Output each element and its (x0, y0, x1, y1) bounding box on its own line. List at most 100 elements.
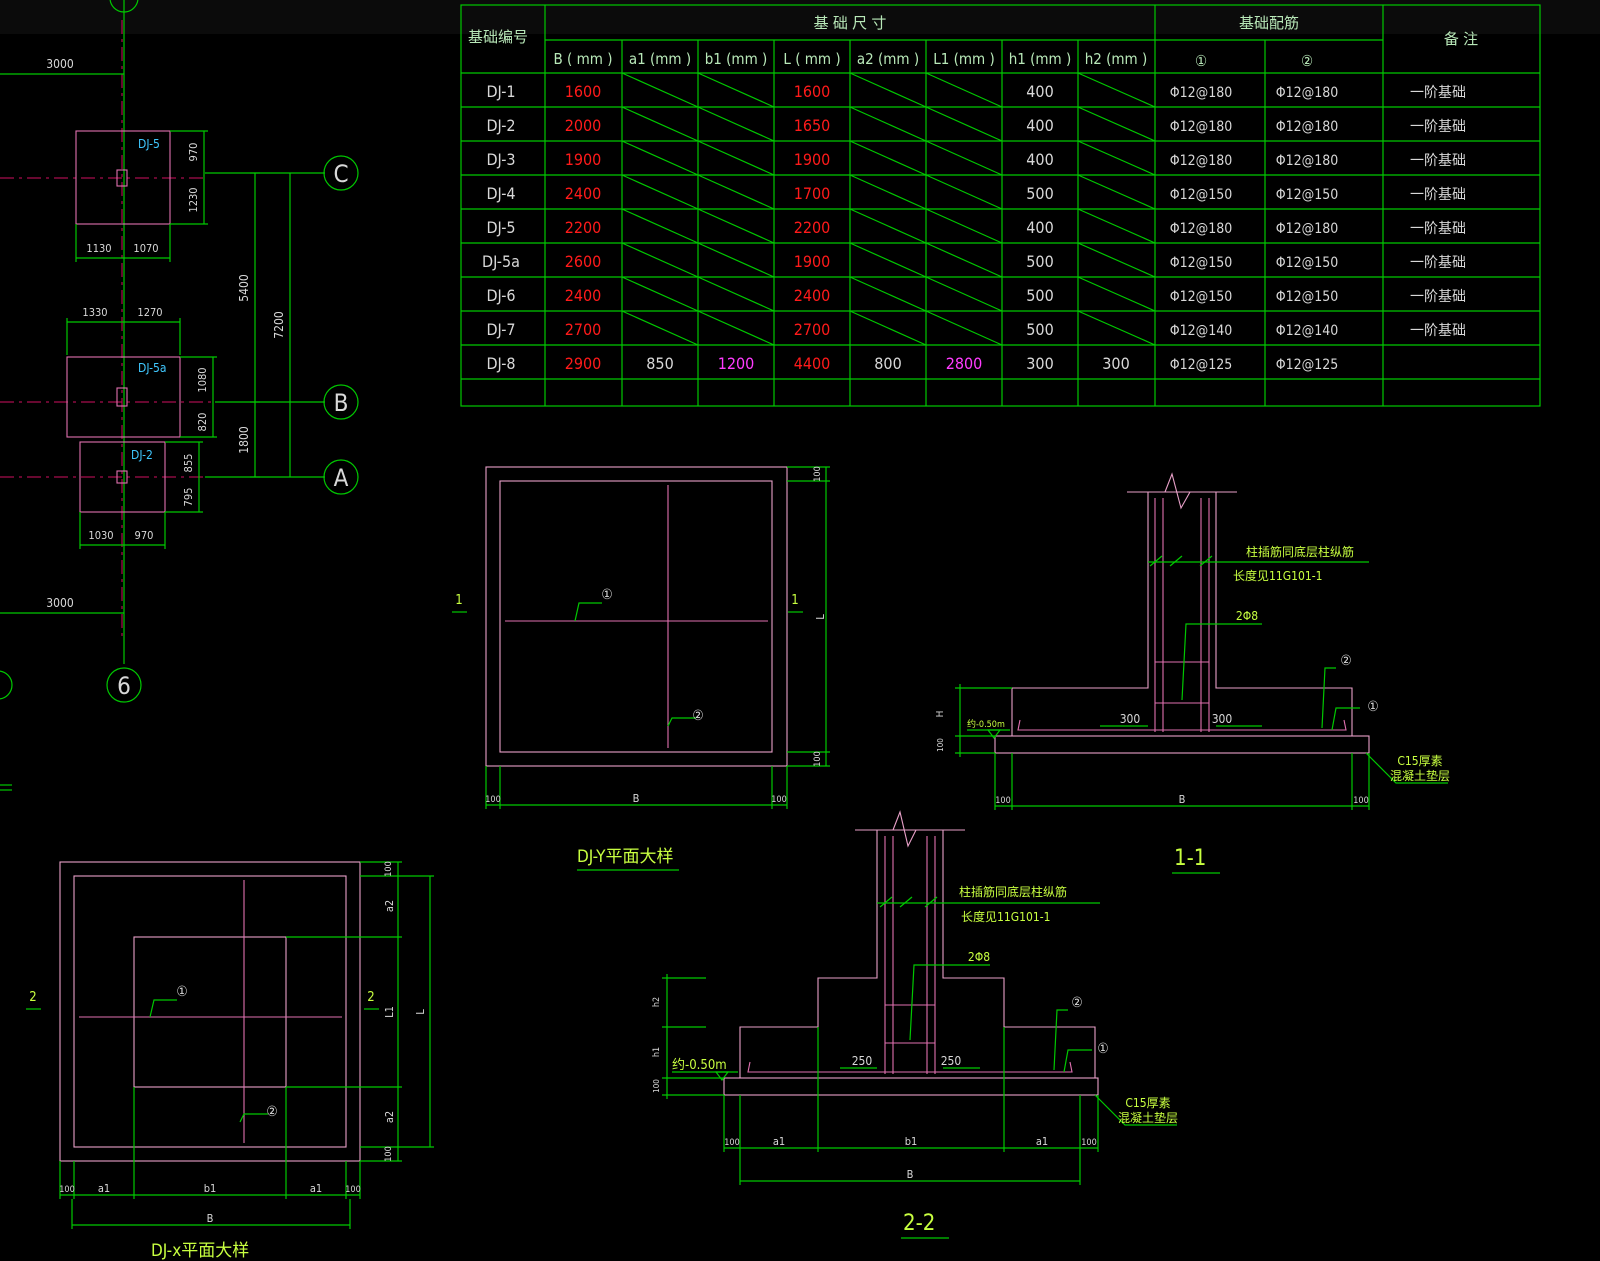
axis-6-bubble (106, 667, 142, 703)
cell-id: DJ-5a (482, 252, 520, 271)
cell-r2: Φ12@140 (1276, 323, 1339, 339)
cell-note: 一阶基础 (1410, 186, 1466, 203)
cell-l: 1650 (794, 116, 831, 135)
svg-text:855: 855 (182, 454, 195, 473)
col-header-rebar1: ① (1195, 52, 1207, 70)
svg-text:约-0.50m: 约-0.50m (672, 1058, 727, 1073)
axis-b-label: B (334, 389, 349, 417)
foundation-schedule-table: 基础编号 基 础 尺 寸 基础配筋 备 注 B ( mm ) a1 (mm ) … (460, 4, 1541, 407)
svg-text:混凝土垫层: 混凝土垫层 (1390, 768, 1450, 783)
cell-note: 一阶基础 (1410, 84, 1466, 101)
cell-note: 一阶基础 (1410, 152, 1466, 169)
svg-text:a1: a1 (1036, 1135, 1048, 1148)
cell-b: 2000 (565, 116, 602, 135)
svg-text:970: 970 (135, 529, 154, 542)
svg-text:B: B (907, 1168, 914, 1181)
svg-text:100: 100 (771, 795, 786, 805)
svg-text:B: B (1179, 793, 1186, 806)
svg-text:250: 250 (941, 1054, 962, 1068)
svg-text:a1: a1 (98, 1182, 110, 1195)
svg-text:b1: b1 (905, 1135, 918, 1148)
col-header-a2: a2 (mm ) (857, 50, 919, 68)
svg-text:②: ② (266, 1104, 277, 1120)
col-header-a1: a1 (mm ) (629, 50, 691, 68)
foundation-plan-fragment: 6 3000 3000 C B A 5400 7200 1800 DJ-5 (0, 0, 359, 791)
axis-6-label: 6 (117, 672, 131, 700)
svg-text:1: 1 (791, 593, 798, 608)
svg-text:250: 250 (852, 1054, 873, 1068)
svg-text:2Φ8: 2Φ8 (968, 950, 990, 964)
svg-text:①: ① (1097, 1041, 1108, 1057)
svg-text:1230: 1230 (187, 187, 200, 212)
cell-r2: Φ12@125 (1276, 357, 1339, 373)
svg-text:约-0.50m: 约-0.50m (967, 718, 1005, 730)
footing-dj2[interactable] (79, 441, 166, 513)
cell-b: 1600 (565, 82, 602, 101)
svg-text:1: 1 (455, 593, 462, 608)
cell-r2: Φ12@180 (1276, 119, 1339, 135)
axis-c-label: C (333, 160, 348, 188)
cell-note: 一阶基础 (1410, 254, 1466, 271)
cell-h1: 500 (1026, 286, 1053, 305)
svg-text:②: ② (692, 708, 703, 724)
table-header-id: 基础编号 (468, 28, 528, 46)
cell-h1: 400 (1026, 218, 1053, 237)
cell-id: DJ-7 (486, 320, 515, 339)
col-header-h1: h1 (mm ) (1009, 50, 1072, 68)
svg-text:②: ② (1340, 653, 1351, 669)
svg-text:2: 2 (29, 990, 36, 1005)
svg-text:820: 820 (196, 413, 209, 432)
svg-text:795: 795 (182, 488, 195, 507)
table-header-note: 备 注 (1444, 30, 1478, 48)
svg-text:100: 100 (813, 466, 823, 481)
djx-plan-detail: ① ② 2 2 100 a2 L1 a2 100 L 100 a1 b1 a1 … (26, 861, 434, 1261)
svg-text:a1: a1 (310, 1182, 322, 1195)
svg-text:①: ① (1367, 699, 1378, 715)
svg-text:长度见11G101-1: 长度见11G101-1 (1233, 568, 1322, 583)
section-2-2-title: 2-2 (903, 1211, 935, 1236)
svg-text:1030: 1030 (88, 529, 113, 542)
footing-dj5[interactable] (75, 130, 171, 225)
cell-l: 1900 (794, 150, 831, 169)
svg-text:DJ-2: DJ-2 (131, 448, 153, 462)
section-1-1: 柱插筋同底层柱纵筋 长度见11G101-1 2Φ8 ② ① 300 300 H … (935, 472, 1450, 874)
col-header-h2: h2 (mm ) (1085, 50, 1148, 68)
svg-text:100: 100 (813, 751, 823, 766)
svg-text:1130: 1130 (86, 242, 111, 255)
col-header-l: L ( mm ) (783, 50, 840, 68)
cell-h1: 500 (1026, 320, 1053, 339)
svg-text:100: 100 (936, 738, 945, 752)
footing-dj5a[interactable] (66, 356, 181, 438)
svg-text:①: ① (601, 587, 612, 603)
col-header-b: B ( mm ) (554, 50, 613, 68)
cell-r2: Φ12@180 (1276, 221, 1339, 237)
svg-text:3000: 3000 (46, 596, 74, 610)
svg-text:100: 100 (485, 795, 500, 805)
axis-a-label: A (334, 464, 349, 492)
cell-h1: 400 (1026, 150, 1053, 169)
svg-text:①: ① (176, 984, 187, 1000)
svg-text:b1: b1 (204, 1182, 217, 1195)
cell-a1: 850 (646, 354, 673, 373)
svg-text:1070: 1070 (133, 242, 158, 255)
svg-text:100: 100 (345, 1185, 360, 1195)
axis-b-bubble (323, 384, 359, 420)
djy-title: DJ-Y平面大样 (577, 847, 674, 867)
cell-l1: 2800 (946, 354, 983, 373)
svg-text:H: H (935, 711, 946, 718)
cell-id: DJ-3 (486, 150, 515, 169)
cell-r1: Φ12@150 (1170, 289, 1233, 305)
cell-b: 2600 (565, 252, 602, 271)
cell-id: DJ-1 (486, 82, 515, 101)
cell-b1: 1200 (718, 354, 755, 373)
table-header-size: 基 础 尺 寸 (814, 14, 887, 32)
cell-note: 一阶基础 (1410, 118, 1466, 135)
col-header-rebar2: ② (1301, 52, 1313, 70)
svg-text:2Φ8: 2Φ8 (1236, 609, 1258, 623)
cell-note: 一阶基础 (1410, 322, 1466, 339)
svg-text:100: 100 (384, 1146, 394, 1161)
